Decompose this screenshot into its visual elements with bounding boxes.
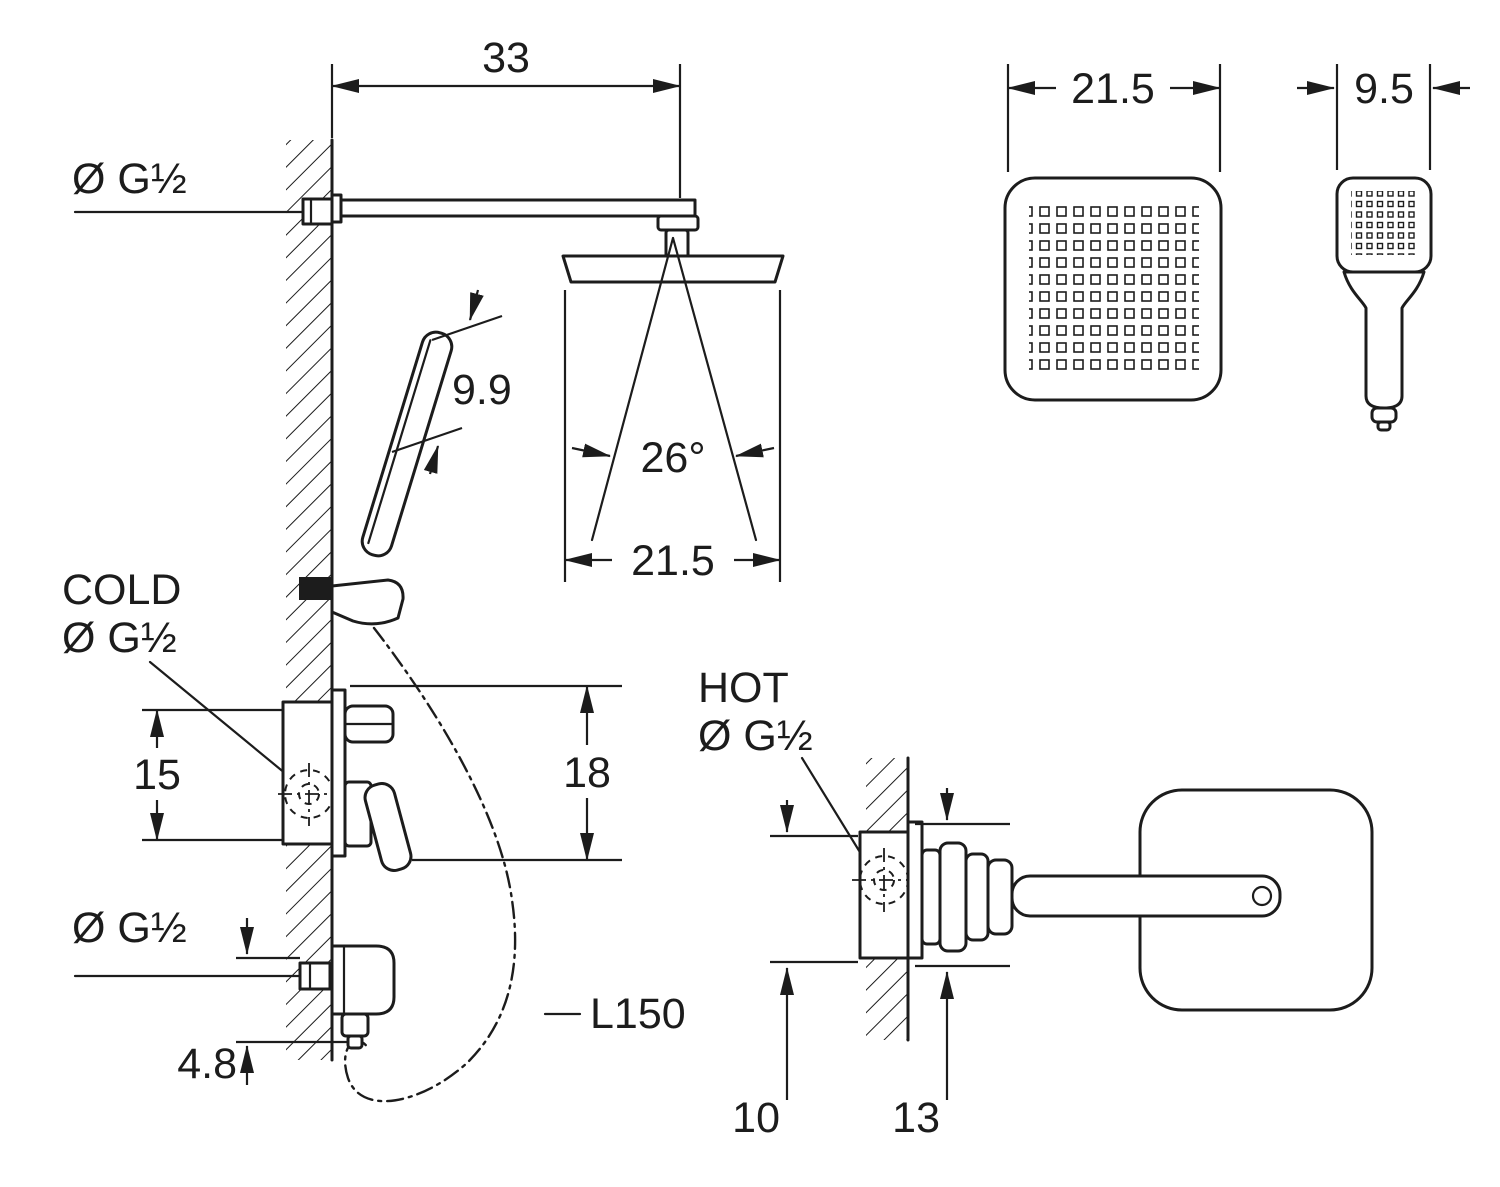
hand-shower-front <box>1335 176 1433 432</box>
dim-hand-shower-width-label: 9.5 <box>1354 65 1414 113</box>
spray-cone <box>571 236 775 542</box>
dim-outlet-drop-label: 4.8 <box>177 1040 237 1088</box>
hand-shower-hose <box>343 626 517 1103</box>
dim-hand-head-length-label: 9.9 <box>452 366 512 414</box>
dim-arm-offset-label: 33 <box>482 34 530 82</box>
dim-arm-offset <box>330 64 682 198</box>
dim-head-width-side-label: 21.5 <box>631 537 715 585</box>
dim-depth-max-label: 13 <box>892 1094 940 1142</box>
cold-leader-line <box>148 660 305 790</box>
hot-label: HOT <box>698 664 789 712</box>
dim-depth-min-label: 10 <box>732 1094 780 1142</box>
dim-valve-height-right <box>350 684 622 862</box>
wall-spout-assembly <box>920 841 1282 953</box>
rain-head-front <box>1003 176 1223 402</box>
hot-leader-line <box>800 756 868 864</box>
tub-outlet-side <box>330 944 396 1050</box>
spray-angle-label: 26° <box>640 434 705 482</box>
dim-head-width-front-label: 21.5 <box>1071 65 1155 113</box>
dim-outlet-drop <box>236 918 348 1085</box>
mixer-valve-side <box>278 688 413 872</box>
dim-valve-height-left-label: 15 <box>133 751 181 799</box>
hand-shower-side <box>360 330 454 558</box>
rain-head-side <box>561 254 785 284</box>
dim-head-width-front <box>1006 64 1222 172</box>
bottom-port-label: Ø G½ <box>72 904 187 952</box>
hot-port-label: Ø G½ <box>698 712 813 760</box>
dim-depth-max <box>915 788 1010 1100</box>
shower-arm <box>330 193 700 260</box>
hose-length-label: L150 <box>590 990 686 1038</box>
dim-hand-shower-width <box>1297 64 1470 170</box>
cold-label: COLD <box>62 566 181 614</box>
bottom-outlet-fitting <box>73 961 332 991</box>
shower-holder <box>299 577 405 626</box>
dim-valve-height-left <box>142 708 283 842</box>
cold-port-label: Ø G½ <box>62 614 177 662</box>
hot-valve-body <box>852 820 924 960</box>
dim-hand-head-length <box>391 289 503 475</box>
dim-valve-height-right-label: 18 <box>563 749 611 797</box>
top-inlet-port-label: Ø G½ <box>72 155 187 203</box>
dim-head-width-side <box>563 290 782 582</box>
dim-depth-min <box>770 800 858 1100</box>
